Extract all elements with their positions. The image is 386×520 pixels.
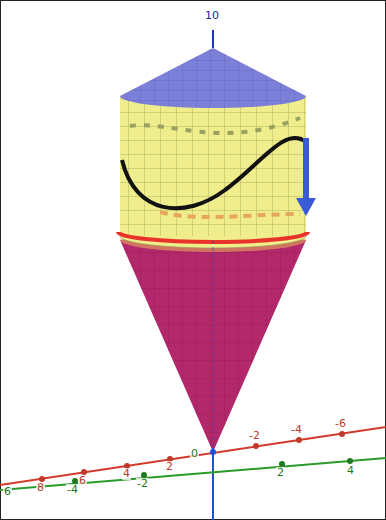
red-axis-tick: 8 bbox=[36, 482, 45, 494]
red-axis-tick: -4 bbox=[290, 424, 303, 436]
axis-top-value: 10 bbox=[204, 10, 220, 22]
green-axis-tick: 4 bbox=[346, 465, 355, 477]
red-axis-tick: 6 bbox=[78, 475, 87, 487]
red-axis-tick: -6 bbox=[334, 418, 347, 430]
green-axis-tick: 2 bbox=[276, 467, 285, 479]
origin-label: 0 bbox=[190, 448, 199, 460]
red-axis-tick: 4 bbox=[122, 468, 131, 480]
green-axis-tick: 6 bbox=[3, 486, 12, 498]
red-axis-tick: 2 bbox=[165, 461, 174, 473]
green-axis-tick: -2 bbox=[136, 478, 149, 490]
red-axis-tick: -2 bbox=[248, 430, 261, 442]
